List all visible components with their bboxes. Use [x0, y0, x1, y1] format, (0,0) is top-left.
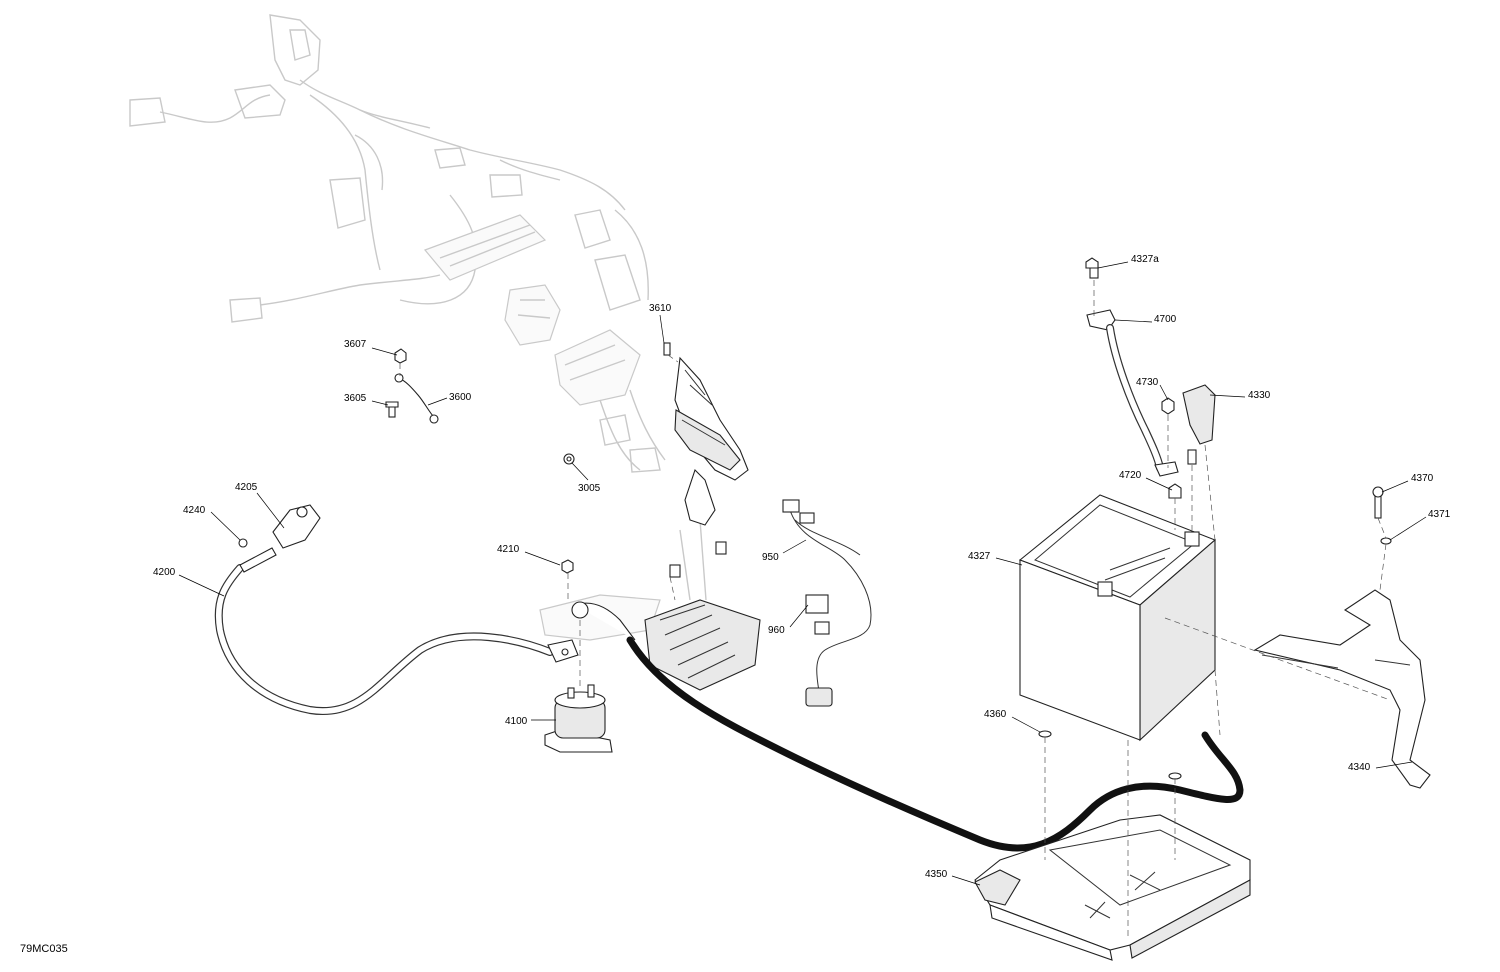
- solenoid-4100: [544, 559, 613, 753]
- callout-4210: 4210: [497, 544, 520, 555]
- callout-4340: 4340: [1348, 762, 1371, 773]
- callout-4720: 4720: [1119, 470, 1142, 481]
- callout-3605: 3605: [344, 393, 367, 404]
- callout-3600: 3600: [449, 392, 472, 403]
- callout-4240: 4240: [183, 505, 206, 516]
- callout-labels: 3607 3605 3600 3610 3005 4205 4240 4200 …: [153, 254, 1451, 880]
- callout-4350: 4350: [925, 869, 948, 880]
- callout-4200: 4200: [153, 567, 176, 578]
- callout-3005: 3005: [578, 483, 601, 494]
- callout-4370: 4370: [1411, 473, 1434, 484]
- callout-4730: 4730: [1136, 377, 1159, 388]
- callout-4327a: 4327a: [1131, 254, 1159, 265]
- fuse-box-3610: [563, 342, 749, 526]
- battery-4327: [1018, 494, 1217, 742]
- callout-3610: 3610: [649, 303, 672, 314]
- bracket-4340: [1253, 486, 1431, 789]
- battery-tray-4350: [974, 730, 1251, 961]
- callout-950: 950: [762, 552, 779, 563]
- callout-4360: 4360: [984, 709, 1007, 720]
- battery-cable-4200: [214, 504, 579, 716]
- ground-strap-3600: [385, 348, 439, 424]
- callout-4205: 4205: [235, 482, 258, 493]
- callout-960: 960: [768, 625, 785, 636]
- callout-4100: 4100: [505, 716, 528, 727]
- callout-4700: 4700: [1154, 314, 1177, 325]
- leader-lines: [178, 261, 1427, 886]
- voltage-regulator: [571, 541, 1244, 852]
- positive-cable-4700: [1085, 257, 1216, 499]
- callout-3607: 3607: [344, 339, 367, 350]
- callout-4371: 4371: [1428, 509, 1451, 520]
- callout-4330: 4330: [1248, 390, 1271, 401]
- diagram-code: 79MC035: [20, 943, 68, 955]
- callout-4327: 4327: [968, 551, 991, 562]
- alignment-lines: [399, 280, 1391, 940]
- harness-950-960: [782, 499, 872, 707]
- background-wiring-harness: [129, 14, 707, 641]
